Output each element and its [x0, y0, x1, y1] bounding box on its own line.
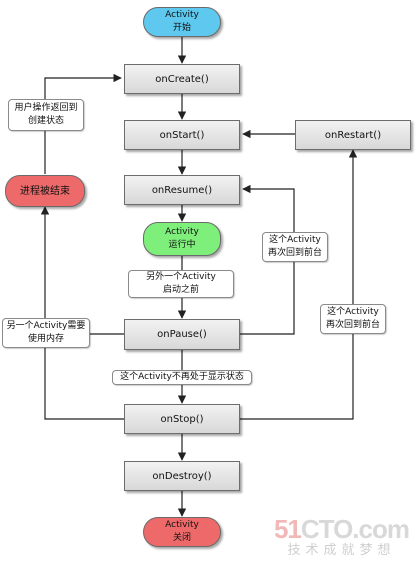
onrestart-node: onRestart() [295, 120, 411, 150]
watermark-brand-suffix: CTO.com [300, 514, 410, 544]
process-killed-node: 进程被结束 [5, 175, 85, 207]
watermark-tagline: 技术成就梦想 [287, 543, 396, 558]
arrow-onstop-to-onrestart [240, 149, 358, 420]
activity-running-line1: Activity [165, 227, 199, 237]
onpause-label: onPause() [157, 329, 207, 340]
onstop-label: onStop() [160, 413, 204, 425]
label-returns-foreground-1-line2: 再次回到前台 [267, 248, 322, 258]
activity-end-line2: 关闭 [172, 533, 191, 543]
onstart-label: onStart() [159, 129, 205, 141]
onresume-label: onResume() [151, 184, 213, 196]
label-other-needs-memory: 另一个Activity需要 使用内存 [2, 318, 90, 348]
activity-running-line2: 运行中 [168, 240, 196, 250]
activity-running-node: Activity 运行中 [143, 222, 221, 256]
label-returns-foreground-2: 这个Activity 再次回到前台 [320, 304, 386, 334]
onstart-node: onStart() [124, 120, 240, 150]
label-another-activity-front-line1: 另外一个Activity [146, 272, 216, 282]
watermark-brand: 51CTO.com [273, 514, 410, 544]
activity-end-node: Activity 关闭 [143, 517, 221, 547]
label-user-navigates-back: 用户操作返回到 创建状态 [8, 99, 84, 131]
label-no-longer-visible: 这个Activity不再处于显示状态 [112, 370, 252, 385]
watermark-brand-prefix: 51 [273, 514, 302, 544]
ondestroy-label: onDestroy() [152, 470, 212, 482]
onresume-node: onResume() [124, 175, 240, 205]
ondestroy-node: onDestroy() [124, 461, 240, 491]
label-other-needs-memory-line1: 另一个Activity需要 [6, 321, 86, 331]
label-returns-foreground-1: 这个Activity 再次回到前台 [262, 232, 328, 262]
label-user-navigates-back-line2: 创建状态 [27, 116, 64, 126]
label-another-activity-front-line2: 启动之前 [162, 285, 199, 295]
activity-start-line1: Activity [165, 10, 199, 20]
label-returns-foreground-2-line2: 再次回到前台 [325, 320, 380, 330]
label-no-longer-visible-text: 这个Activity不再处于显示状态 [120, 372, 244, 382]
activity-start-line2: 开始 [172, 23, 191, 33]
label-other-needs-memory-line2: 使用内存 [27, 334, 64, 344]
watermark-logo: 51CTO.com 技术成就梦想 [273, 514, 410, 559]
label-user-navigates-back-line1: 用户操作返回到 [14, 103, 78, 113]
label-returns-foreground-2-line1: 这个Activity [327, 307, 379, 317]
onpause-node: onPause() [124, 319, 240, 350]
label-another-activity-front: 另外一个Activity 启动之前 [128, 270, 234, 298]
arrow-killed-to-oncreate [44, 73, 122, 174]
arrow-onstop-to-killed [44, 334, 124, 420]
arrow-onpause-to-killed [40, 206, 124, 335]
activity-end-line1: Activity [165, 520, 199, 530]
label-returns-foreground-1-line1: 这个Activity [269, 235, 321, 245]
oncreate-label: onCreate() [155, 73, 209, 85]
process-killed-label: 进程被结束 [20, 185, 70, 197]
onrestart-label: onRestart() [324, 129, 382, 141]
onstop-node: onStop() [124, 404, 240, 434]
activity-start-node: Activity 开始 [143, 7, 221, 37]
oncreate-node: onCreate() [124, 64, 240, 94]
